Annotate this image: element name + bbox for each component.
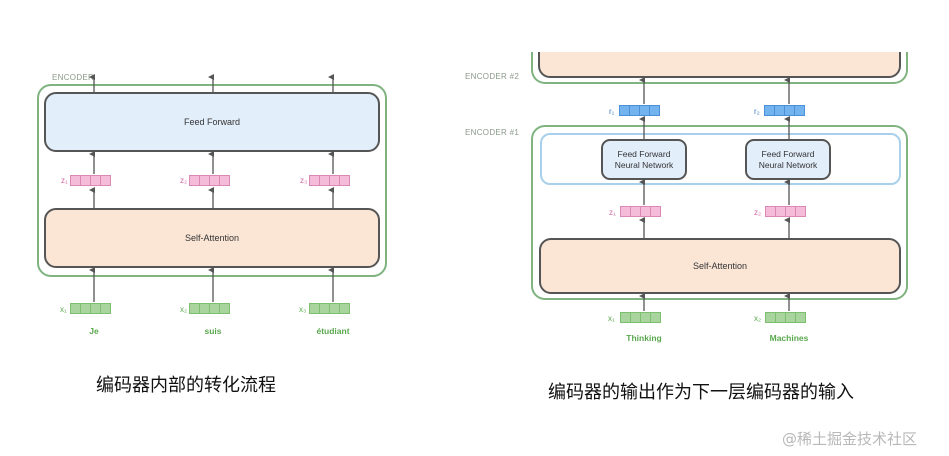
z1-vector xyxy=(70,175,111,187)
feed-forward-network-2: Feed Forward Neural Network xyxy=(745,139,831,180)
x2-label: x₂ xyxy=(180,305,188,314)
z2-vector xyxy=(189,175,230,187)
encoder2-self-attention-layer xyxy=(538,52,901,78)
nn1-line2: Neural Network xyxy=(614,159,674,170)
word-thinking: Thinking xyxy=(626,333,662,343)
encoder2-label: ENCODER #2 xyxy=(465,72,520,81)
z3-label: z₃ xyxy=(300,176,308,185)
r2-label: r₂ xyxy=(754,107,760,116)
right-caption: 编码器的输出作为下一层编码器的输入 xyxy=(548,382,854,403)
r1-vector xyxy=(619,105,660,117)
x1-vector xyxy=(70,303,111,315)
x1-label-right: x₁ xyxy=(608,314,615,323)
r1-label: r₁ xyxy=(609,107,615,116)
x3-label: x₃ xyxy=(299,305,307,314)
z3-vector xyxy=(309,175,350,187)
left-caption: 编码器内部的转化流程 xyxy=(96,375,276,396)
x1-vector-right xyxy=(620,312,661,324)
word-je: Je xyxy=(89,326,99,336)
watermark: @稀土掘金技术社区 xyxy=(782,430,918,448)
encoder2-block xyxy=(531,52,908,84)
z2-vector-right xyxy=(765,206,806,218)
feed-forward-network-1: Feed Forward Neural Network xyxy=(601,139,687,180)
word-etudiant: étudiant xyxy=(316,326,350,336)
x2-vector xyxy=(189,303,230,315)
x2-vector-right xyxy=(765,312,806,324)
encoder-block xyxy=(37,84,387,277)
nn2-line1: Feed Forward xyxy=(761,148,815,159)
z1-vector-right xyxy=(620,206,661,218)
encoder1-block xyxy=(531,125,908,300)
encoder1-label: ENCODER #1 xyxy=(465,128,520,137)
x3-vector xyxy=(309,303,350,315)
r2-vector xyxy=(764,105,805,117)
z2-label: z₂ xyxy=(180,176,188,185)
word-machines: Machines xyxy=(769,333,809,343)
x2-label-right: x₂ xyxy=(754,314,762,323)
encoder-label: ENCODER xyxy=(52,73,95,82)
self-attention-layer-right: Self-Attention xyxy=(539,238,901,294)
z2-label-right: z₂ xyxy=(754,208,762,217)
feed-forward-container xyxy=(540,133,901,185)
nn1-line1: Feed Forward xyxy=(617,148,671,159)
z1-label: z₁ xyxy=(61,176,68,185)
word-suis: suis xyxy=(204,326,222,336)
nn2-line2: Neural Network xyxy=(758,159,818,170)
z1-label-right: z₁ xyxy=(609,208,616,217)
x1-label: x₁ xyxy=(60,305,67,314)
